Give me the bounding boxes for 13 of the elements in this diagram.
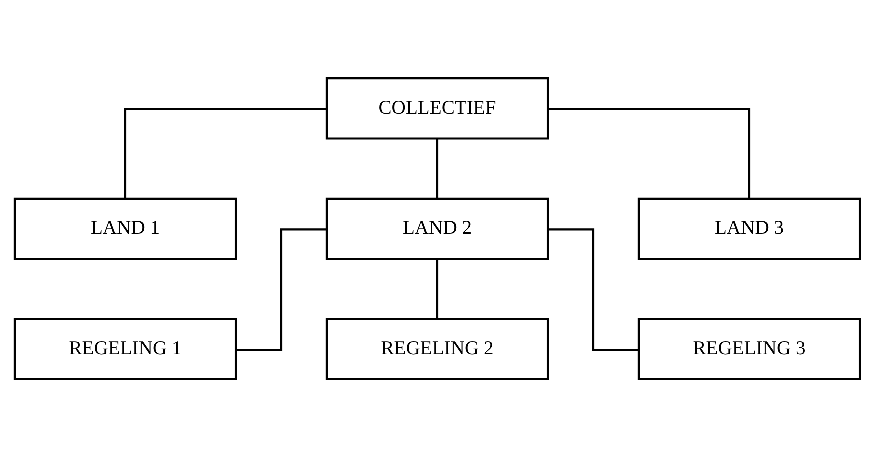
node-box: REGELING 2 <box>325 318 549 380</box>
node-box: LAND 1 <box>13 198 237 260</box>
node-box: LAND 2 <box>325 198 549 260</box>
node-box: REGELING 1 <box>13 318 237 380</box>
node-box: COLLECTIEF <box>325 78 549 140</box>
connector <box>124 108 326 199</box>
connector <box>548 108 750 199</box>
node-box: REGELING 3 <box>637 318 861 380</box>
connector <box>548 228 638 352</box>
node-box: LAND 3 <box>637 198 861 260</box>
connector <box>436 259 438 319</box>
connector <box>236 228 326 352</box>
connector <box>436 139 438 199</box>
